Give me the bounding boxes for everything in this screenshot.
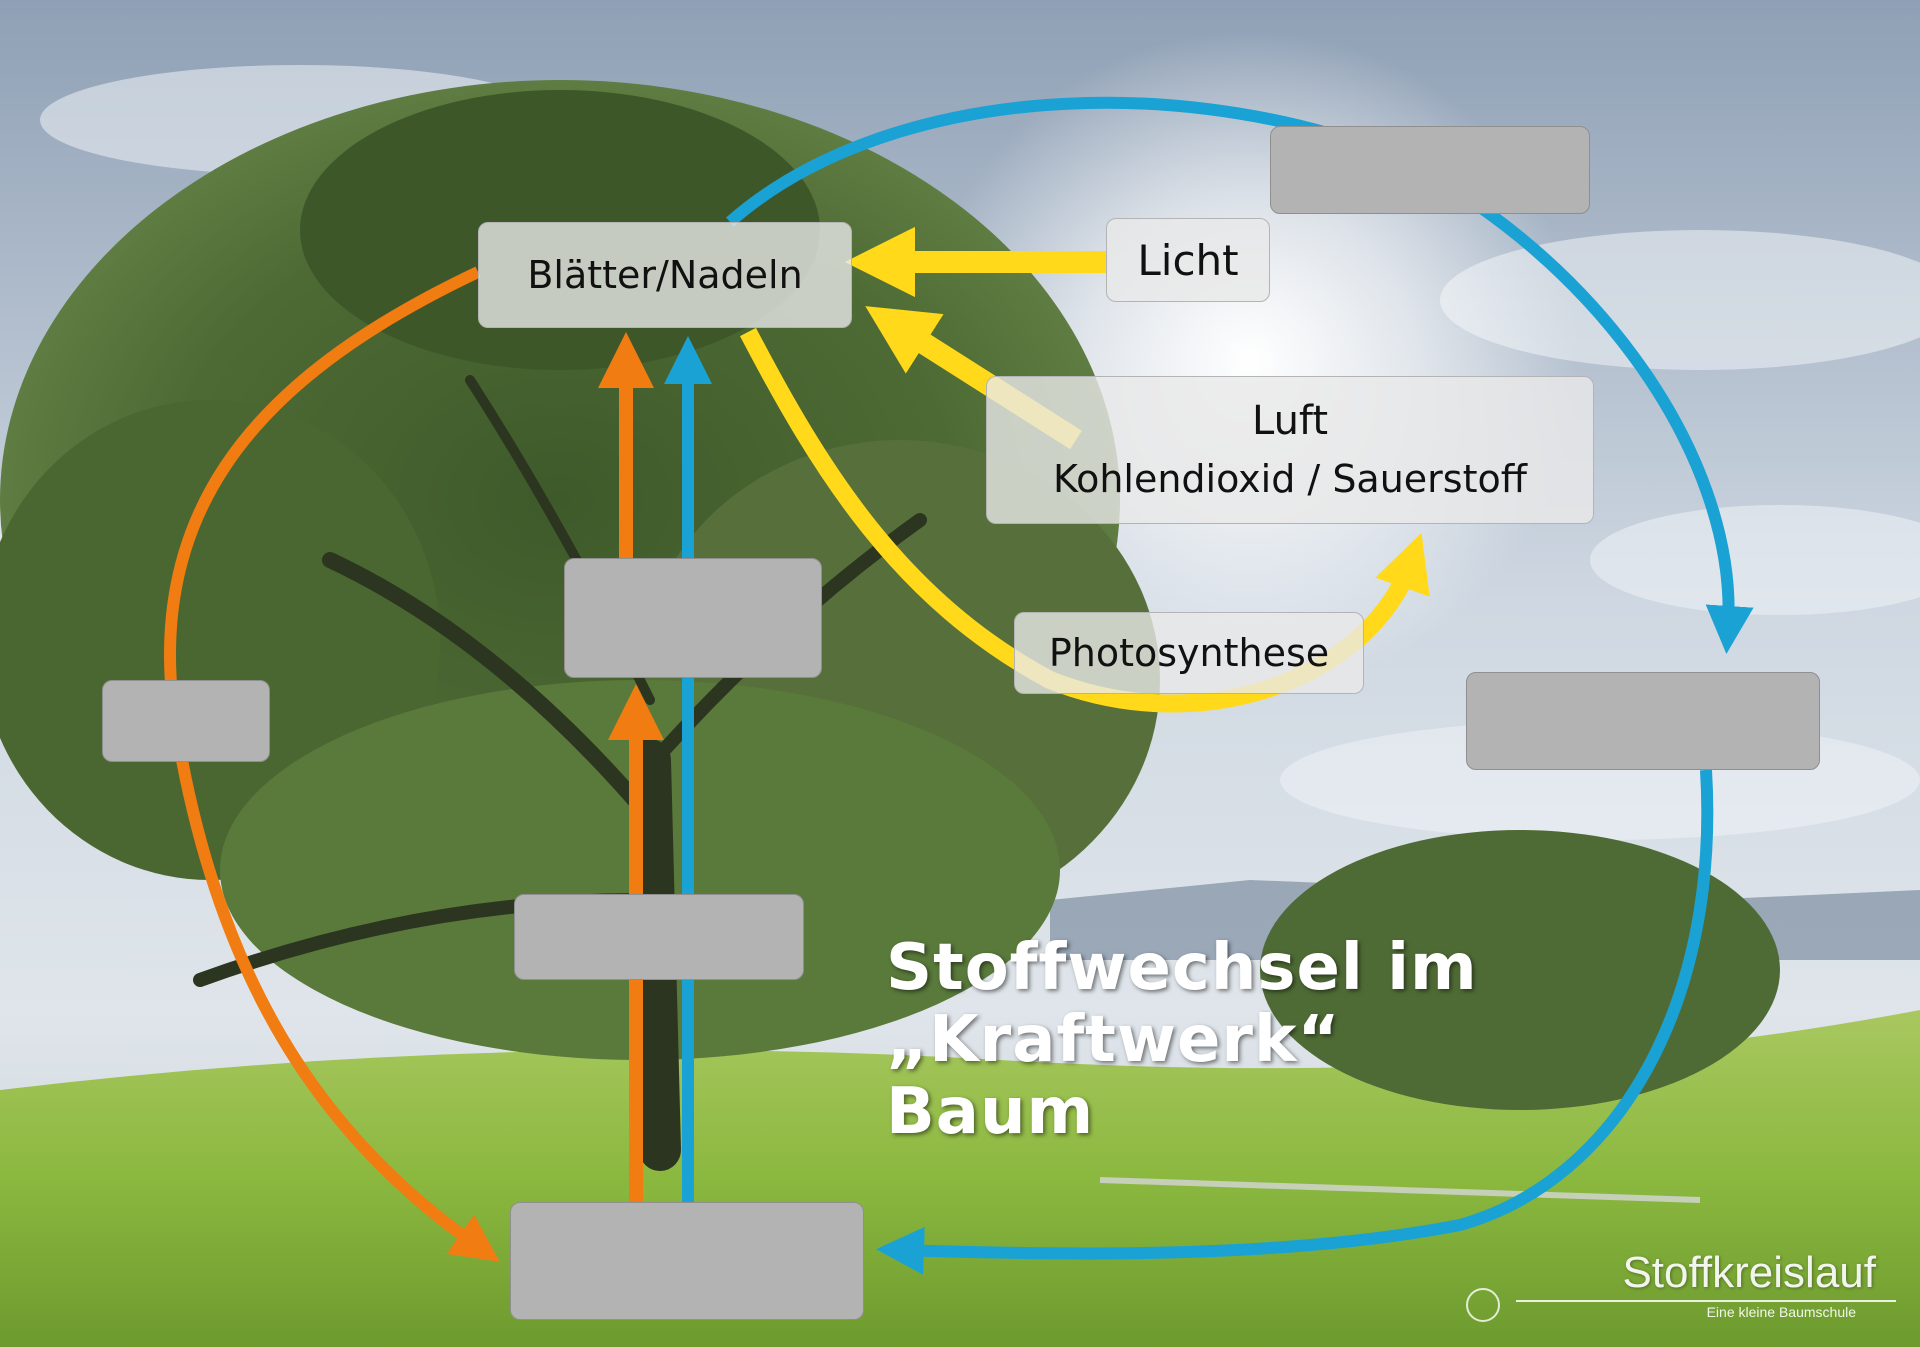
- blank-box-bottom: [510, 1202, 864, 1320]
- brand-divider: [1516, 1300, 1896, 1302]
- node-light: Licht: [1106, 218, 1270, 302]
- diagram-title-line-2: „Kraftwerk“: [886, 1003, 1341, 1077]
- blank-box-left: [102, 680, 270, 762]
- node-air: Luft Kohlendioxid / Sauerstoff: [986, 376, 1594, 524]
- node-air-subtitle: Kohlendioxid / Sauerstoff: [1053, 457, 1527, 501]
- node-light-label: Licht: [1137, 235, 1239, 285]
- diagram-title: Stoffwechsel im „Kraftwerk“ Baum: [886, 932, 1478, 1148]
- blank-box-lower-middle: [514, 894, 804, 980]
- blank-box-center: [564, 558, 822, 678]
- diagram-title-line-1: Stoffwechsel im: [886, 931, 1478, 1005]
- node-photosynthesis-label: Photosynthese: [1048, 631, 1330, 675]
- node-leaves: Blätter/Nadeln: [478, 222, 852, 328]
- node-air-title: Luft: [1252, 398, 1328, 444]
- brand-logo-icon: [1466, 1288, 1500, 1322]
- blank-box-right: [1466, 672, 1820, 770]
- brand-tagline: Eine kleine Baumschule: [1706, 1304, 1856, 1320]
- diagram-title-line-3: Baum: [886, 1075, 1095, 1149]
- blank-box-top-right: [1270, 126, 1590, 214]
- brand-name: Stoffkreislauf: [1622, 1248, 1876, 1297]
- node-photosynthesis: Photosynthese: [1014, 612, 1364, 694]
- node-leaves-label: Blätter/Nadeln: [527, 253, 803, 297]
- brand-watermark: Stoffkreislauf Eine kleine Baumschule: [1466, 1248, 1906, 1328]
- path-line: [1099, 1177, 1701, 1203]
- blue-arrow-right-to-roots: [876, 769, 1714, 1275]
